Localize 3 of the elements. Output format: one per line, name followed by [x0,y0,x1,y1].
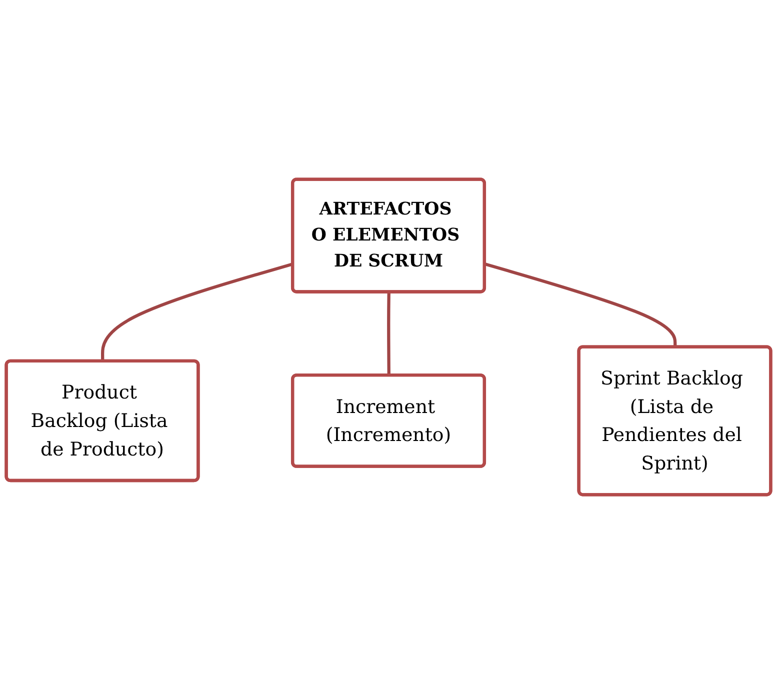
connector [387,292,390,376]
connector [101,262,294,362]
connector [484,262,677,348]
